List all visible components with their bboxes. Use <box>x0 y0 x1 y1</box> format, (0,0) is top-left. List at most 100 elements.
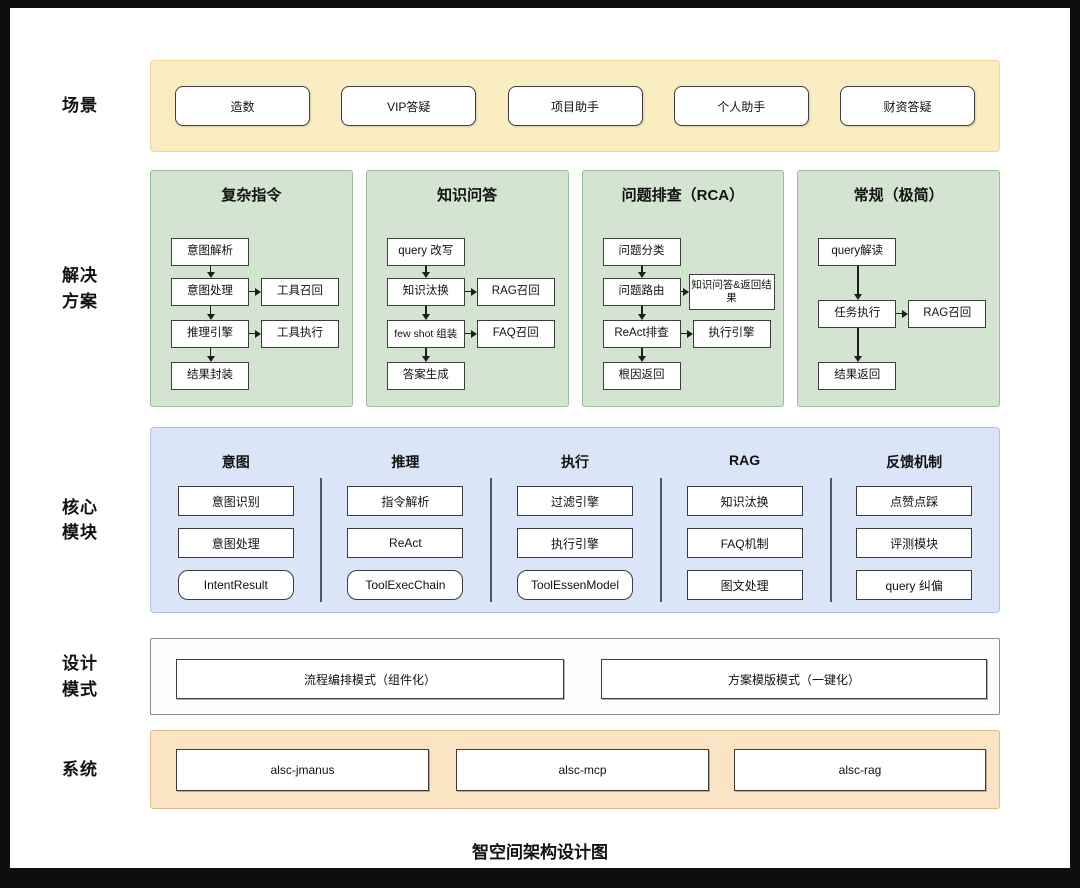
flow-node: 问题路由 <box>602 278 681 306</box>
flow-node: query 改写 <box>386 238 465 266</box>
core-column-rag: RAG 知识汰换 FAQ机制 图文处理 <box>660 428 830 612</box>
core-module-box: 点赞点踩 <box>856 486 973 516</box>
scenario-box: 造数 <box>175 86 310 126</box>
arrow-down-icon <box>422 266 431 278</box>
flow-node: 答案生成 <box>386 362 465 390</box>
core-column-header: 推理 <box>391 454 420 470</box>
column-divider <box>490 478 492 602</box>
core-module-box: FAQ机制 <box>686 528 803 558</box>
flow-node: 根因返回 <box>602 362 681 390</box>
panel-title: 常规（极简） <box>853 187 944 204</box>
row-label-text: 场景 <box>62 96 98 116</box>
column-divider <box>660 478 662 602</box>
core-module-box: 执行引擎 <box>516 528 633 558</box>
system-band: alsc-jmanus alsc-mcp alsc-rag <box>150 730 1000 809</box>
core-column-header: 意图 <box>221 454 250 470</box>
scenario-box: 项目助手 <box>507 86 643 126</box>
column-divider <box>830 478 832 602</box>
flow-node: ReAct排查 <box>602 320 681 348</box>
core-module-box: 意图识别 <box>177 486 294 516</box>
row-label-system: 系统 <box>10 730 150 809</box>
core-row: 核心 模块 意图 意图识别 意图处理 IntentResult 推理 指令解析 … <box>10 427 1070 613</box>
arrow-down-icon <box>638 266 647 278</box>
design-pattern-box: 方案模版模式（一键化） <box>601 659 987 699</box>
arrow-right-icon <box>680 329 693 338</box>
row-label-core: 核心 模块 <box>10 427 150 613</box>
solution-panel-simple: 常规（极简） query解读 任务执行 RAG召回 结果返回 <box>797 170 1000 407</box>
arrow-down-icon <box>206 348 215 362</box>
solution-panel-rca: 问题排查（RCA） 问题分类 问题路由 知识问答&返回结果 ReAct排查 执行… <box>581 170 785 407</box>
solution-row: 解决 方案 复杂指令 意图解析 意图处理 工具召回 推理引擎 工具执行 结果封装 <box>10 170 1070 407</box>
arrow-right-icon <box>249 287 261 296</box>
flow-node: few shot 组装 <box>386 320 465 348</box>
core-column-header: RAG <box>729 452 761 468</box>
core-module-box: query 纠偏 <box>856 570 973 600</box>
solution-panel-knowledge-qa: 知识问答 query 改写 知识汰换 RAG召回 few shot 组装 FAQ… <box>365 170 569 407</box>
core-column-reasoning: 推理 指令解析 ReAct ToolExecChain <box>321 428 491 612</box>
arrow-down-icon <box>638 348 647 362</box>
core-module-box: 评测模块 <box>856 528 973 558</box>
flow-node: 知识汰换 <box>386 278 465 306</box>
arrow-down-icon <box>638 306 647 320</box>
system-row: 系统 alsc-jmanus alsc-mcp alsc-rag <box>10 730 1070 809</box>
scenario-box: VIP答疑 <box>341 86 477 126</box>
solution-band: 复杂指令 意图解析 意图处理 工具召回 推理引擎 工具执行 结果封装 知识问答 … <box>150 170 1000 407</box>
flow-node: 推理引擎 <box>171 320 249 348</box>
row-label-text: 模式 <box>62 679 98 699</box>
row-label-design: 设计 模式 <box>10 638 150 715</box>
arrow-down-icon <box>853 328 862 362</box>
core-module-box: 指令解析 <box>347 486 464 516</box>
core-module-box: IntentResult <box>177 570 294 600</box>
flow-node: 执行引擎 <box>692 320 771 348</box>
diagram-page: 场景 造数 VIP答疑 项目助手 个人助手 财资答疑 解决 方案 复杂指令 意图… <box>10 8 1070 868</box>
panel-title: 复杂指令 <box>221 187 282 204</box>
row-label-scenario: 场景 <box>10 60 150 152</box>
core-column-intent: 意图 意图识别 意图处理 IntentResult <box>151 428 321 612</box>
flow-node: RAG召回 <box>908 300 987 328</box>
core-module-box: ReAct <box>347 528 464 558</box>
arrow-right-icon <box>464 329 477 338</box>
flow-node: 问题分类 <box>602 238 681 266</box>
design-pattern-box: 流程编排模式（组件化） <box>176 659 564 699</box>
row-label-solution: 解决 方案 <box>10 170 150 407</box>
core-module-box: ToolEssenModel <box>516 570 633 600</box>
row-label-text: 设计 <box>62 654 98 673</box>
flow-node: query解读 <box>818 238 897 266</box>
arrow-right-icon <box>249 329 261 338</box>
core-column-header: 反馈机制 <box>886 454 943 470</box>
flow-node: 意图解析 <box>171 238 249 266</box>
column-divider <box>320 478 322 602</box>
arrow-down-icon <box>422 348 431 362</box>
row-label-text: 解决 <box>62 266 98 285</box>
flow-node: FAQ召回 <box>476 320 555 348</box>
core-band: 意图 意图识别 意图处理 IntentResult 推理 指令解析 ReAct … <box>150 427 1000 613</box>
diagram-title: 智空间架构设计图 <box>472 843 608 862</box>
row-label-text: 方案 <box>62 291 98 311</box>
row-label-text: 模块 <box>62 523 98 542</box>
arrow-right-icon <box>896 309 909 318</box>
design-band: 流程编排模式（组件化） 方案模版模式（一键化） <box>150 638 1000 715</box>
flow-node: 结果封装 <box>171 362 249 390</box>
panel-title: 问题排查（RCA） <box>621 187 745 204</box>
arrow-down-icon <box>206 306 215 320</box>
flow-node: 知识问答&返回结果 <box>688 274 775 310</box>
row-label-text: 核心 <box>62 497 98 517</box>
core-module-box: ToolExecChain <box>347 570 464 600</box>
solution-panel-complex-instruction: 复杂指令 意图解析 意图处理 工具召回 推理引擎 工具执行 结果封装 <box>150 170 353 407</box>
flow-node: 工具召回 <box>261 278 339 306</box>
core-column-header: 执行 <box>560 454 589 470</box>
arrow-right-icon <box>464 287 477 296</box>
core-module-box: 意图处理 <box>177 528 294 558</box>
row-label-text: 系统 <box>62 759 98 779</box>
flow-node: RAG召回 <box>476 278 555 306</box>
flow-node: 意图处理 <box>171 278 249 306</box>
arrow-down-icon <box>422 306 431 320</box>
core-module-box: 图文处理 <box>686 570 803 600</box>
core-module-box: 知识汰换 <box>686 486 803 516</box>
flow-node: 工具执行 <box>261 320 339 348</box>
arrow-right-icon <box>680 287 689 296</box>
system-box: alsc-jmanus <box>176 749 429 791</box>
system-box: alsc-rag <box>734 749 986 791</box>
system-box: alsc-mcp <box>456 749 709 791</box>
scenario-box: 财资答疑 <box>840 86 975 126</box>
